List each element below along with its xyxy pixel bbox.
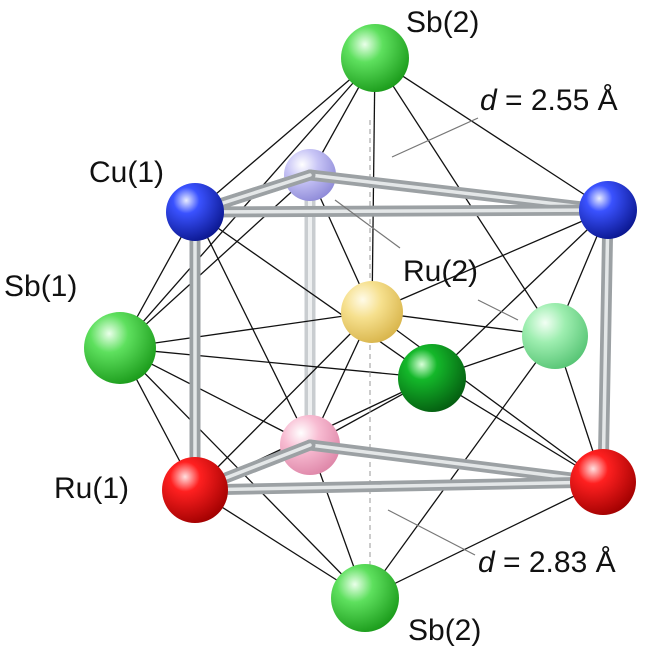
label-sb2-top: Sb(2) <box>406 6 479 39</box>
atom-sb-right-light <box>522 303 588 369</box>
atom-ru-front-right <box>570 449 636 515</box>
atom-sb2-top <box>341 24 409 92</box>
atom-sb1-left <box>84 312 156 384</box>
front-rods <box>189 169 614 496</box>
leader-lines <box>334 117 519 556</box>
distance-lower-value: = 2.83 Å <box>495 546 616 579</box>
atom-cu-front-right <box>579 181 637 239</box>
atom-center-yellow <box>341 281 403 343</box>
label-sb1: Sb(1) <box>4 270 77 303</box>
distance-upper: d = 2.55 Å <box>480 84 618 117</box>
label-sb2-bottom: Sb(2) <box>408 614 481 647</box>
label-ru1: Ru(1) <box>54 472 129 505</box>
distance-upper-value: = 2.55 Å <box>497 84 618 117</box>
label-cu1: Cu(1) <box>89 156 164 189</box>
atom-sb2-bottom <box>331 564 399 632</box>
distance-lower-symbol: d <box>478 546 496 579</box>
distance-upper-symbol: d <box>480 84 498 117</box>
atom-center-dark-green <box>398 344 466 412</box>
atom-cu1-front-left <box>166 183 224 241</box>
label-ru2: Ru(2) <box>403 255 478 288</box>
atom-ru1-front-left <box>162 457 228 523</box>
distance-lower: d = 2.83 Å <box>478 546 616 579</box>
